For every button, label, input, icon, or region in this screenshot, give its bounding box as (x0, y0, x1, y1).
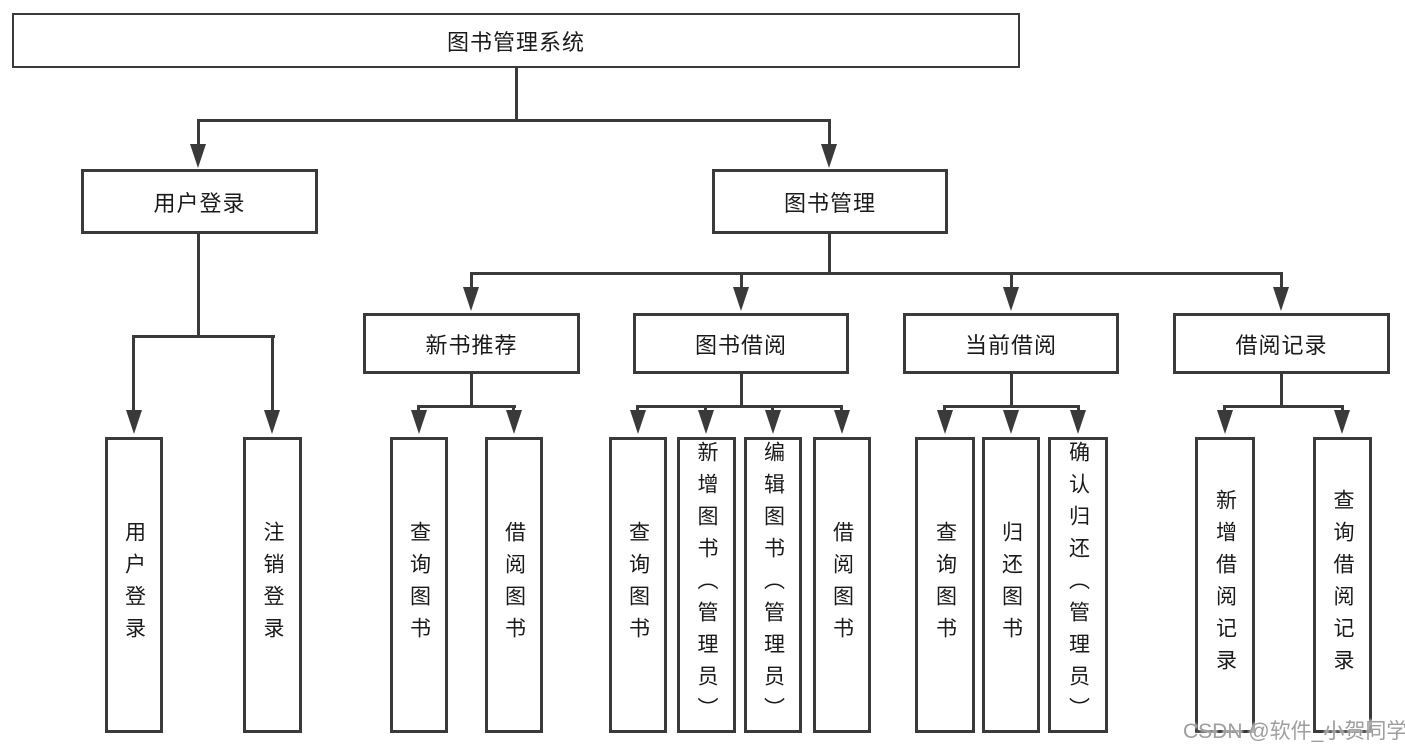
connector-line (417, 405, 516, 408)
arrowhead (1273, 287, 1289, 311)
connector-line (197, 234, 200, 337)
connector-line (271, 335, 274, 411)
arrowhead (1217, 410, 1233, 434)
node-label: 编辑图书（管理员） (761, 441, 785, 729)
node-label: 新书推荐 (425, 332, 518, 358)
connector-line (943, 405, 1080, 408)
node-label: 图书管理 (783, 190, 876, 216)
arrowhead (264, 410, 280, 434)
leaf-add-books-admin: 新增图书（管理员） (677, 437, 736, 733)
arrowhead (126, 410, 142, 434)
connector-line (515, 68, 518, 120)
arrowhead (1070, 410, 1086, 434)
connector-line (840, 405, 843, 413)
node-label: 用户登录 (153, 190, 246, 216)
leaf-borrow-books: 借阅图书 (813, 437, 871, 733)
node-label: 新增借阅记录 (1213, 489, 1237, 681)
leaf-edit-books-admin: 编辑图书（管理员） (744, 437, 802, 733)
connector-line (1280, 374, 1283, 407)
node-label: 当前借阅 (964, 332, 1057, 358)
node-label: 查询图书 (407, 521, 431, 649)
arrowhead (834, 410, 850, 434)
connector-line (1223, 405, 1226, 413)
node-label: 用户登录 (122, 521, 146, 649)
node-current-borrowing: 当前借阅 (903, 313, 1119, 374)
arrowhead (821, 144, 837, 168)
leaf-query-books-borrow: 查询图书 (609, 437, 667, 733)
arrowhead (733, 287, 749, 311)
connector-line (132, 335, 275, 338)
node-label: 归还图书 (999, 521, 1023, 649)
arrowhead (698, 410, 714, 434)
connector-line (470, 374, 473, 407)
arrowhead (765, 410, 781, 434)
node-label: 查询图书 (933, 521, 957, 649)
leaf-query-borrow-record: 查询借阅记录 (1313, 437, 1372, 733)
node-label: 图书借阅 (694, 332, 787, 358)
connector-line (197, 119, 831, 122)
connector-line (771, 405, 774, 413)
connector-line (197, 119, 200, 147)
connector-line (1010, 374, 1013, 407)
connector-line (1280, 272, 1283, 288)
arrowhead (411, 410, 427, 434)
connector-line (1010, 272, 1013, 288)
arrowhead (1334, 410, 1350, 434)
node-new-book-recommendation: 新书推荐 (363, 313, 580, 374)
node-book-borrowing: 图书借阅 (633, 313, 849, 374)
leaf-query-books-recommend: 查询图书 (390, 437, 448, 733)
node-borrowing-records: 借阅记录 (1173, 313, 1390, 374)
arrowhead (1003, 410, 1019, 434)
connector-line (704, 405, 707, 413)
leaf-query-books-current: 查询图书 (915, 437, 975, 733)
connector-line (1341, 405, 1344, 413)
leaf-return-books: 归还图书 (982, 437, 1040, 733)
arrowhead (630, 410, 646, 434)
connector-line (828, 233, 831, 274)
connector-line (470, 272, 1283, 275)
connector-line (740, 374, 743, 407)
leaf-logout: 注销登录 (243, 437, 302, 733)
node-user-login: 用户登录 (81, 169, 318, 234)
connector-line (470, 272, 473, 288)
node-label: 借阅图书 (830, 521, 854, 649)
connector-line (943, 405, 946, 413)
node-label: 查询图书 (626, 521, 650, 649)
leaf-add-borrow-record: 新增借阅记录 (1195, 437, 1255, 733)
node-label: 确认归还（管理员） (1066, 441, 1090, 729)
arrowhead (1003, 287, 1019, 311)
leaf-confirm-return-admin: 确认归还（管理员） (1048, 437, 1108, 733)
csdn-watermark: CSDN @软件_小贺同学 (1183, 720, 1405, 743)
node-label: 图书管理系统 (446, 29, 585, 55)
leaf-borrow-books-recommend: 借阅图书 (485, 437, 543, 733)
node-label: 查询借阅记录 (1331, 489, 1354, 681)
node-book-management: 图书管理 (712, 169, 948, 234)
connector-line (636, 405, 843, 408)
arrowhead (190, 144, 206, 168)
node-label: 借阅记录 (1235, 332, 1328, 358)
leaf-user-login: 用户登录 (105, 437, 163, 733)
connector-line (1077, 405, 1080, 413)
connector-line (1223, 405, 1344, 408)
arrowhead (463, 287, 479, 311)
connector-line (132, 335, 135, 411)
connector-line (636, 405, 639, 413)
connector-line (417, 405, 420, 413)
connector-line (512, 405, 515, 413)
arrowhead (937, 410, 953, 434)
node-library-management-system: 图书管理系统 (12, 13, 1020, 68)
connector-line (828, 119, 831, 147)
node-label: 借阅图书 (502, 521, 526, 649)
node-label: 注销登录 (261, 521, 284, 649)
connector-line (740, 272, 743, 288)
arrowhead (506, 410, 522, 434)
node-label: 新增图书（管理员） (695, 441, 718, 729)
